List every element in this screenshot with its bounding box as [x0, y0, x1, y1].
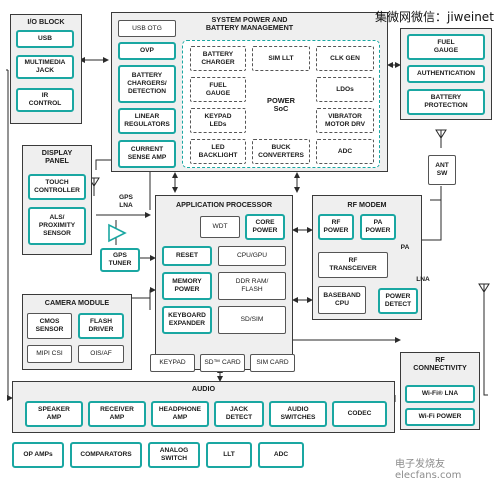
soc-battery-charger: BATTERY CHARGER — [190, 46, 246, 71]
receiver-amp: RECEIVER AMP — [88, 401, 146, 427]
soc-sim-llt: SIM LLT — [252, 46, 310, 71]
soc-adc: ADC — [316, 139, 374, 164]
io-multimedia-jack: MULTIMEDIA JACK — [16, 55, 74, 79]
codec: CODEC — [332, 401, 387, 427]
rf-transceiver: RF TRANSCEIVER — [318, 252, 388, 278]
ovp: OVP — [118, 42, 176, 60]
power-detect: POWER DETECT — [378, 288, 418, 314]
llt: LLT — [206, 442, 252, 468]
pa-power: PA POWER — [360, 214, 396, 240]
soc-keypad-leds: KEYPAD LEDs — [190, 108, 246, 133]
gps-tuner: GPS TUNER — [100, 248, 140, 272]
rf-modem-title: RF MODEM — [347, 200, 387, 209]
pa-label: PA — [400, 244, 410, 251]
audio-switches: AUDIO SWITCHES — [269, 401, 327, 427]
als-proximity-sensor: ALS/ PROXIMITY SENSOR — [28, 207, 86, 245]
rf-connectivity-title: RF CONNECTIVITY — [413, 355, 467, 372]
ap-wdt: WDT — [200, 216, 240, 238]
sd-card: SD™ CARD — [200, 354, 245, 372]
app-processor-title: APPLICATION PROCESSOR — [175, 200, 273, 209]
display-panel-title: DISPLAY PANEL — [41, 148, 73, 165]
ap-core-power: CORE POWER — [245, 214, 285, 240]
analog-switch: ANALOG SWITCH — [148, 442, 200, 468]
battery-chargers: BATTERY CHARGERS/ DETECTION — [118, 65, 176, 103]
authentication: AUTHENTICATION — [407, 65, 485, 83]
lna-label: LNA — [416, 276, 430, 283]
ap-cpu-gpu: CPU/GPU — [218, 246, 286, 266]
wifi-power: Wi-Fi POWER — [405, 408, 475, 426]
ap-sd-sim: SD/SIM — [218, 306, 286, 334]
adc: ADC — [258, 442, 304, 468]
ap-keyboard-expander: KEYBOARD EXPANDER — [162, 306, 212, 334]
comparators: COMPARATORS — [70, 442, 142, 468]
ois-af: OIS/AF — [78, 345, 124, 363]
mipi-csi: MIPI CSI — [27, 345, 72, 363]
soc-power-label: POWER SoC — [267, 96, 295, 113]
fuel-gauge: FUEL GAUGE — [407, 34, 485, 60]
cmos-sensor: CMOS SENSOR — [27, 313, 72, 339]
ap-ddr-ram-flash: DDR RAM/ FLASH — [218, 272, 286, 300]
wifi-lna: Wi-Fi® LNA — [405, 385, 475, 403]
system-power-title: SYSTEM POWER AND BATTERY MANAGEMENT — [205, 15, 294, 32]
soc-buck-converters: BUCK CONVERTERS — [252, 139, 310, 164]
current-sense-amp: CURRENT SENSE AMP — [118, 140, 176, 168]
rf-power: RF POWER — [318, 214, 354, 240]
soc-vibrator-motor: VIBRATOR MOTOR DRV — [316, 108, 374, 133]
flash-driver: FLASH DRIVER — [78, 313, 124, 339]
io-usb: USB — [16, 30, 74, 48]
keypad: KEYPAD — [150, 354, 195, 372]
usb-otg: USB OTG — [118, 20, 176, 37]
touch-controller: TOUCH CONTROLLER — [28, 174, 86, 200]
watermark-text: 集微网微信：jiweinet — [375, 10, 494, 24]
speaker-amp: SPEAKER AMP — [25, 401, 83, 427]
camera-module-title: CAMERA MODULE — [44, 298, 110, 307]
antenna-switch: ANT SW — [428, 155, 456, 185]
footer-watermark: 电子发烧友 elecfans.com — [395, 459, 462, 481]
soc-ldos: LDOs — [316, 77, 374, 102]
jack-detect: JACK DETECT — [214, 401, 264, 427]
ap-reset: RESET — [162, 246, 212, 266]
gps-lna-label: GPS LNA — [119, 194, 133, 209]
io-block-title: I/O BLOCK — [27, 17, 65, 26]
gps-lna-triangle — [108, 223, 127, 243]
sim-card: SIM CARD — [250, 354, 295, 372]
headphone-amp: HEADPHONE AMP — [151, 401, 209, 427]
op-amps: OP AMPs — [12, 442, 64, 468]
soc-led-backlight: LED BACKLIGHT — [190, 139, 246, 164]
io-ir-control: IR CONTROL — [16, 88, 74, 112]
audio-title: AUDIO — [191, 384, 216, 393]
baseband-cpu: BASEBAND CPU — [318, 286, 366, 314]
linear-regulators: LINEAR REGULATORS — [118, 108, 176, 134]
soc-fuel-gauge: FUEL GAUGE — [190, 77, 246, 102]
ap-memory-power: MEMORY POWER — [162, 272, 212, 300]
battery-protection: BATTERY PROTECTION — [407, 89, 485, 115]
soc-clk-gen: CLK GEN — [316, 46, 374, 71]
